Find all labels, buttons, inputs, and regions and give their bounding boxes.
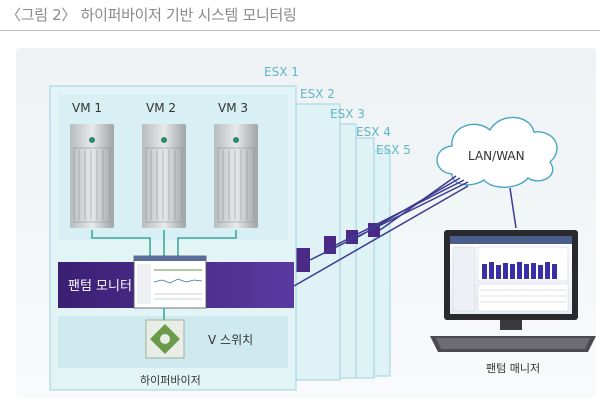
caption-divider <box>0 30 600 31</box>
vm-2-label: VM 2 <box>146 101 176 115</box>
vswitch-label: V 스위치 <box>208 333 253 347</box>
vm-3-server <box>214 124 258 228</box>
esx-3-nub <box>324 236 336 254</box>
lan-wan-cloud <box>436 116 558 188</box>
esx-2-label: ESX 2 <box>300 87 335 101</box>
phantom-monitor-label: 팬텀 모니터 <box>68 279 132 294</box>
esx-5-label: ESX 5 <box>376 143 411 157</box>
figure-caption: 〈그림 2〉 하이퍼바이저 기반 시스템 모니터링 <box>6 6 297 24</box>
manager-label: 팬텀 매니저 <box>486 362 540 375</box>
vm-3-label: VM 3 <box>218 101 248 115</box>
vm-links <box>91 230 237 258</box>
vswitch-icon <box>145 319 185 359</box>
vm-1-label: VM 1 <box>72 101 102 115</box>
esx-4-label: ESX 4 <box>356 125 391 139</box>
vm-2-server <box>142 124 186 228</box>
vm-1-server <box>70 124 114 228</box>
cloud-to-manager-cable <box>509 187 517 229</box>
cloud-label: LAN/WAN <box>468 149 525 163</box>
esx-3-label: ESX 3 <box>330 107 365 121</box>
esx-1-label: ESX 1 <box>264 65 299 79</box>
manager-computer <box>430 230 596 352</box>
esx-2-nub <box>296 248 310 272</box>
monitor-screenshot <box>133 255 207 309</box>
network-cables <box>293 175 469 287</box>
hypervisor-label: 하이퍼바이저 <box>140 373 201 387</box>
